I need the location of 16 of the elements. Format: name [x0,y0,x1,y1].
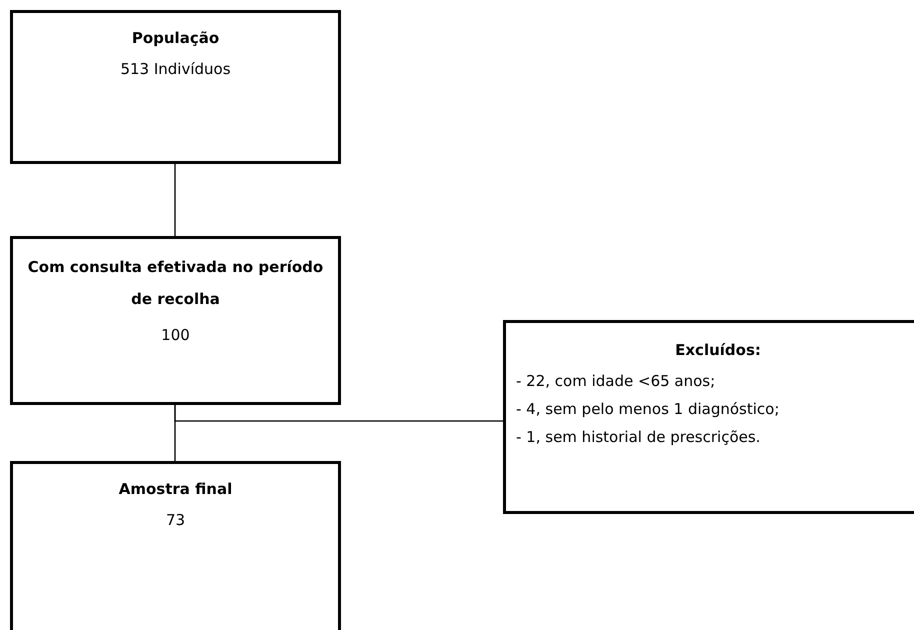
list-item: - 1, sem historial de prescrições. [516,427,762,448]
box-heading: Excluídos: [674,340,762,361]
connector-line [174,405,503,422]
connector-line [174,164,176,236]
box-heading: Amostra final [118,479,234,500]
list-item: - 4, sem pelo menos 1 diagnóstico; [516,399,780,420]
box-heading: População [130,28,220,49]
process-box [10,461,341,630]
process-box [10,236,341,405]
box-text: 73 [164,510,186,531]
box-heading: Com consulta efetivada no período de recolha [26,257,324,310]
list-item: - 22, com idade <65 anos; [516,371,716,392]
box-text: 100 [160,325,191,346]
process-box [10,10,341,164]
box-text: 513 Indivíduos [119,59,232,80]
process-box [503,320,914,514]
